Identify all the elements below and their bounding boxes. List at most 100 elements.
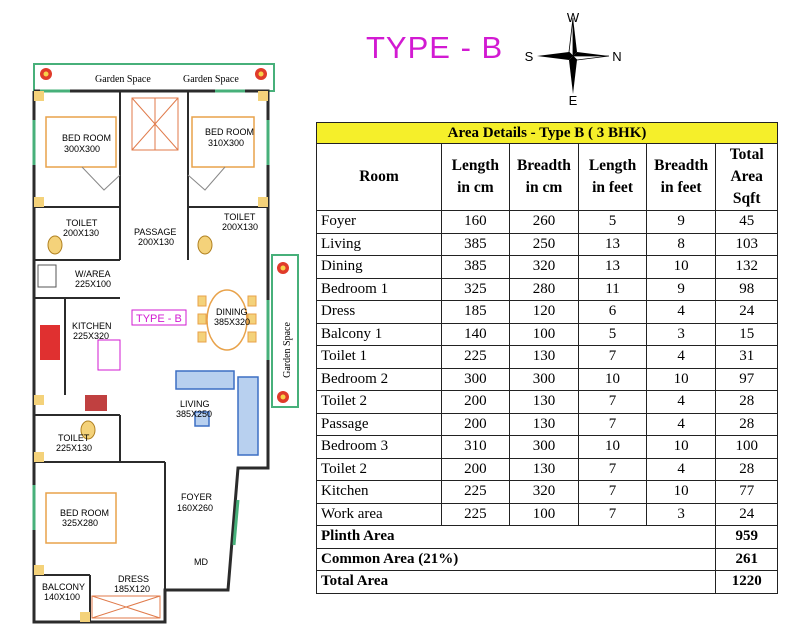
stove-icon [40,325,60,360]
bedroom-right-label: BED ROOM [205,127,254,137]
cell-breadth-ft: 10 [645,255,717,279]
dining-table-icon [197,289,257,351]
cell-breadth-cm: 320 [508,255,580,279]
cell-breadth-ft: 8 [645,232,717,256]
cell-room: Bedroom 1 [315,277,443,301]
cell-length-cm: 140 [441,322,510,346]
cell-breadth-cm: 130 [508,412,580,436]
cell-length-cm: 200 [441,412,510,436]
cell-breadth-cm: 250 [508,232,580,256]
cell-room: Balcony 1 [315,322,443,346]
area-details-table: Area Details - Type B ( 3 BHK) Room Leng… [315,122,778,594]
cell-breadth-ft: 4 [645,300,717,324]
cell-breadth-cm: 300 [508,435,580,459]
garden-side-label: Garden Space [282,322,293,378]
cell-length-cm: 385 [441,232,510,256]
cell-breadth-cm: 260 [508,210,580,234]
kitchen-dim: 225X320 [73,331,109,341]
cell-area: 98 [715,277,778,301]
md-label: MD [194,557,208,567]
cell-area: 77 [715,480,778,504]
cell-breadth-cm: 130 [508,390,580,414]
cell-room: Work area [315,502,443,526]
bedroom-left-label: BED ROOM [62,133,111,143]
cell-length-cm: 185 [441,300,510,324]
passage-label: PASSAGE [134,227,176,237]
cell-area: 31 [715,345,778,369]
summary-value: 1220 [715,570,778,594]
toilet-bottom-label: TOILET [58,433,90,443]
garden-side [271,254,299,408]
foyer-label: FOYER [181,492,213,502]
sofa-icons [175,370,259,456]
bedroom-left-dim: 300X300 [64,144,100,154]
cell-length-ft: 7 [578,345,647,369]
col-room: Room [315,143,443,211]
cell-breadth-cm: 130 [508,457,580,481]
cell-breadth-ft: 10 [645,435,717,459]
cell-room: Bedroom 2 [315,367,443,391]
cell-length-ft: 7 [578,502,647,526]
cell-breadth-ft: 9 [645,210,717,234]
cell-area: 97 [715,367,778,391]
cell-length-ft: 7 [578,480,647,504]
cell-breadth-ft: 9 [645,277,717,301]
cell-length-cm: 200 [441,457,510,481]
cell-length-ft: 10 [578,435,647,459]
cell-area: 28 [715,390,778,414]
cell-breadth-ft: 4 [645,412,717,436]
living-label: LIVING [180,399,210,409]
plant-icons [40,68,289,403]
type-tag-box [131,309,187,326]
summary-value: 959 [715,525,778,549]
compass-icon: W S N E [525,10,622,108]
compass-east: E [569,93,578,108]
cell-room: Toilet 2 [315,390,443,414]
outer-walls [32,89,270,624]
bedroom-bottom-label: BED ROOM [60,508,109,518]
cell-room: Toilet 1 [315,345,443,369]
compass-west: W [567,10,580,25]
kitchen-label: KITCHEN [72,321,112,331]
garden-top-right-label: Garden Space [183,74,239,85]
cell-length-ft: 10 [578,367,647,391]
cell-breadth-cm: 100 [508,502,580,526]
cell-area: 28 [715,457,778,481]
summary-label: Common Area (21%) [315,547,717,571]
toilet-right-label: TOILET [224,212,256,222]
cell-length-ft: 5 [578,322,647,346]
cell-length-ft: 13 [578,255,647,279]
bed-icons [45,116,255,544]
warea-dim: 225X100 [75,279,111,289]
summary-label: Total Area [315,570,717,594]
warea-label: W/AREA [75,269,111,279]
cell-breadth-cm: 100 [508,322,580,346]
cell-breadth-ft: 4 [645,457,717,481]
cell-length-ft: 6 [578,300,647,324]
cell-length-ft: 5 [578,210,647,234]
cell-breadth-ft: 4 [645,345,717,369]
plan-title: TYPE - B [366,30,504,65]
toilet-left-label: TOILET [66,218,98,228]
cell-area: 24 [715,300,778,324]
dining-dim: 385X320 [214,317,250,327]
cell-breadth-cm: 300 [508,367,580,391]
toilet-icons [47,235,213,440]
cell-length-ft: 13 [578,232,647,256]
cell-length-cm: 310 [441,435,510,459]
cell-length-cm: 385 [441,255,510,279]
